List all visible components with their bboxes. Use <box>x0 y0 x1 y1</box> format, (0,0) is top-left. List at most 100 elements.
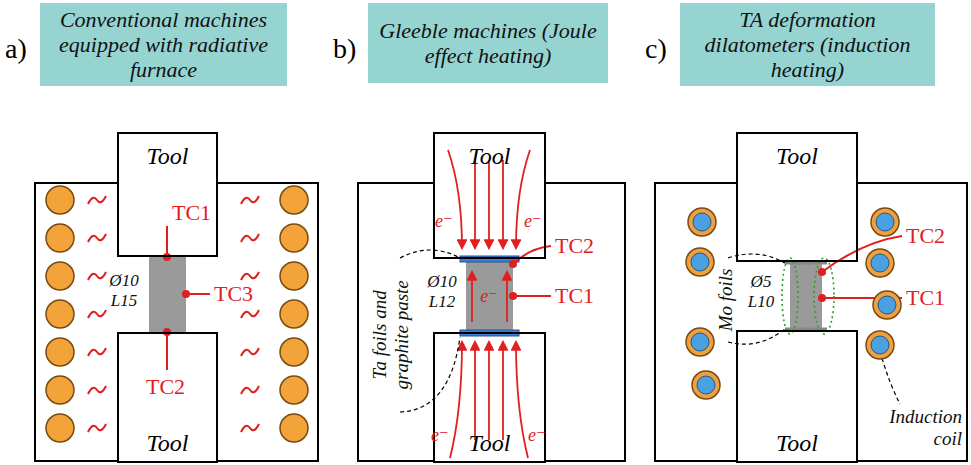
panel-letter: b) <box>333 33 356 65</box>
thermocouple-label: TC2 <box>906 223 945 248</box>
electron-label: e⁻ <box>480 286 498 307</box>
thermocouple-junction <box>818 268 826 302</box>
tool-label: Tool <box>147 429 189 457</box>
induction-coil <box>686 208 901 399</box>
specimen <box>466 262 513 330</box>
electron-label: e⁻ <box>528 425 546 446</box>
panel-letter: a) <box>5 33 27 65</box>
thermocouple-label: TC1 <box>555 283 594 308</box>
tool-face <box>117 132 218 257</box>
coil-cooling-channel <box>691 253 709 271</box>
tool-box: Tool <box>433 132 546 259</box>
heating-element <box>280 224 308 252</box>
drawing-part <box>502 342 504 440</box>
thermocouple-label: TC1 <box>906 285 945 310</box>
coil-turn <box>686 248 714 276</box>
coil-turn <box>871 208 899 236</box>
radiation-wave <box>241 424 259 432</box>
tool-label: Tool <box>776 142 818 170</box>
coil-cooling-channel <box>878 296 896 314</box>
header-box: TA deformation dilatometers (induction h… <box>680 3 935 86</box>
tool-face <box>433 332 546 463</box>
radiation-wave <box>88 196 106 204</box>
coil-turn <box>686 328 714 356</box>
coil-cooling-channel <box>876 213 894 231</box>
thermocouple-label: TC3 <box>214 281 253 306</box>
tool-face <box>433 132 546 259</box>
coil-turn <box>692 371 720 399</box>
drawing-part <box>516 342 528 458</box>
electron-label: e⁻ <box>431 425 449 446</box>
header-box: Gleeble machines (Joule effect heating) <box>368 3 608 83</box>
drawing-part <box>502 160 504 248</box>
drawing-part <box>516 150 530 248</box>
thermocouple-wire <box>167 226 210 370</box>
drawing-part <box>474 342 476 440</box>
radiation-wave <box>241 234 259 242</box>
coil-turn <box>866 331 894 359</box>
panel-letter: c) <box>645 33 667 65</box>
drawing-part <box>488 160 490 248</box>
header-text: TA deformation dilatometers (induction h… <box>686 7 929 82</box>
radiation-wave <box>241 386 259 394</box>
drawing-part <box>488 342 490 440</box>
heating-element <box>46 262 74 290</box>
header-box: Conventional machines equipped with radi… <box>40 3 287 86</box>
thermocouple-label: TC2 <box>146 374 185 399</box>
coil-cooling-channel <box>691 333 709 351</box>
drawing-part <box>163 253 171 261</box>
heating-element <box>280 338 308 366</box>
tool-face <box>736 132 858 262</box>
drawing-part <box>818 268 826 276</box>
drawing-part <box>450 342 462 458</box>
specimen <box>149 257 186 332</box>
radiation-wave <box>88 386 106 394</box>
radiation-wave <box>241 196 259 204</box>
drawing-part <box>782 258 798 334</box>
coil-turn <box>866 249 894 277</box>
foil-label: Mo foils <box>715 269 737 332</box>
thermocouple-junction <box>509 260 517 300</box>
tool-face <box>117 332 218 463</box>
drawing-part <box>182 290 190 298</box>
radiation-wave <box>88 348 106 356</box>
heating-element <box>280 414 308 442</box>
drawing-part <box>400 250 460 258</box>
heating-element <box>280 376 308 404</box>
foil-label: Ta foils and graphite paste <box>369 265 413 405</box>
header-text: Conventional machines equipped with radi… <box>46 7 281 82</box>
radiation-wave <box>241 272 259 280</box>
current-arrow <box>448 150 530 458</box>
drawing-part <box>166 332 168 370</box>
electron-label: e⁻ <box>524 211 542 232</box>
drawing-part <box>448 150 462 248</box>
tool-box: Tool <box>736 132 858 262</box>
drawing-part <box>474 160 476 248</box>
drawing-part <box>818 294 826 302</box>
drawing-part <box>509 292 517 300</box>
coil-cooling-channel <box>871 254 889 272</box>
heating-element <box>46 376 74 404</box>
thermocouple-label: TC1 <box>172 200 211 225</box>
tool-box: Tool <box>117 132 218 257</box>
specimen <box>790 264 822 328</box>
heating-element <box>280 262 308 290</box>
drawing-part <box>506 272 508 322</box>
tool-label: Tool <box>469 142 511 170</box>
thermocouple-wire <box>822 236 902 298</box>
heating-element <box>280 300 308 328</box>
radiation-wave <box>88 234 106 242</box>
drawing-part <box>513 295 551 297</box>
tool-label: Tool <box>147 142 189 170</box>
drawing-part <box>882 358 900 404</box>
tool-box: Tool <box>736 330 858 463</box>
thermocouple-junction <box>163 253 190 336</box>
header-text: Gleeble machines (Joule effect heating) <box>374 18 602 68</box>
heating-element <box>280 186 308 214</box>
coil-turn <box>873 291 901 319</box>
radiation-wave <box>88 310 106 318</box>
coil-cooling-channel <box>697 376 715 394</box>
heating-element <box>46 186 74 214</box>
coil-cooling-channel <box>871 336 889 354</box>
thermocouple-label: TC2 <box>555 233 594 258</box>
